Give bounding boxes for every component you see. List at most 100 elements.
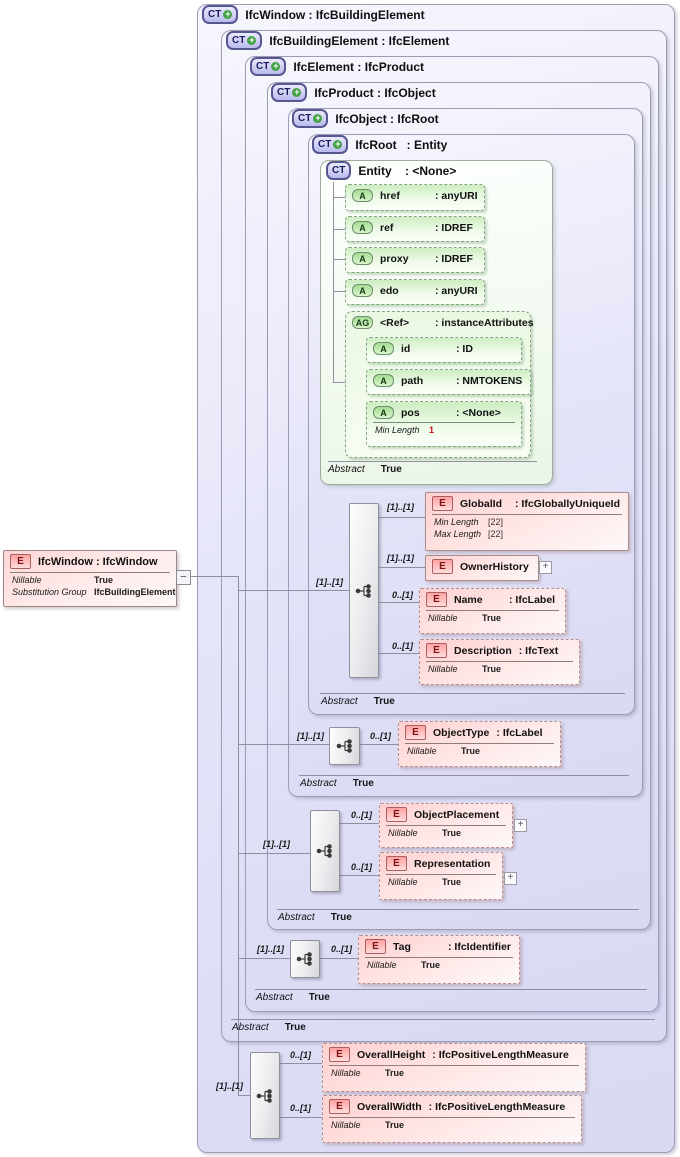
- collapse-icon[interactable]: −: [176, 570, 191, 585]
- ct-badge-icon[interactable]: CT+: [271, 83, 308, 102]
- facet-value: IfcBuildingElement: [94, 587, 176, 597]
- element-type: : IfcPositiveLengthMeasure: [428, 1100, 566, 1113]
- connector-line: [358, 744, 398, 745]
- sequence-icon[interactable]: [349, 503, 379, 678]
- facet-label: Nillable: [367, 960, 397, 970]
- connector-line: [333, 382, 345, 383]
- element-box-ifcwindow-global[interactable]: E IfcWindow : IfcWindow Nillable True Su…: [3, 550, 177, 607]
- abstract-value: True: [308, 992, 330, 1003]
- expand-icon[interactable]: +: [514, 819, 527, 832]
- sequence-icon[interactable]: [250, 1052, 280, 1139]
- ct-badge-icon[interactable]: CT+: [202, 5, 239, 24]
- plus-circle-icon: +: [333, 139, 343, 149]
- plus-circle-icon: +: [247, 35, 257, 45]
- occurrence-label: [1]..[1]: [257, 944, 284, 954]
- divider: [386, 874, 496, 875]
- connector-line: [338, 823, 379, 824]
- attribute-type: : IDREF: [435, 252, 473, 265]
- attribute-name: proxy: [380, 252, 409, 265]
- attribute-name: pos: [401, 406, 420, 419]
- divider: [426, 610, 559, 611]
- element-type: : IfcLabel: [496, 726, 543, 739]
- attribute-badge-icon: A: [352, 252, 373, 265]
- element-badge-icon: E: [426, 592, 447, 607]
- connector-line: [333, 229, 345, 230]
- element-name: OverallWidth: [357, 1100, 422, 1113]
- sequence-icon[interactable]: [329, 727, 360, 765]
- ct-badge-icon[interactable]: CT+: [292, 109, 329, 128]
- expand-icon[interactable]: +: [504, 872, 517, 885]
- plus-circle-icon: +: [271, 61, 281, 71]
- attribute-badge-icon: A: [352, 189, 373, 202]
- connector-line: [333, 197, 345, 198]
- divider: [299, 775, 629, 776]
- sequence-icon[interactable]: [290, 940, 320, 978]
- divider: [329, 1117, 575, 1118]
- element-name: Name: [454, 593, 483, 606]
- occurrence-label: [1]..[1]: [316, 577, 343, 587]
- element-type: : IfcGloballyUniqueId: [515, 497, 621, 510]
- ct-badge-icon[interactable]: CT+: [312, 135, 349, 154]
- element-box-ownerhistory[interactable]: E OwnerHistory: [425, 555, 539, 581]
- facet-label: Nillable: [12, 575, 42, 585]
- occurrence-label: 0..[1]: [351, 862, 373, 872]
- ct-badge-label: CT: [332, 165, 346, 176]
- attribute-group-name: <Ref>: [380, 316, 410, 329]
- element-header: E IfcWindow : IfcWindow: [4, 551, 176, 571]
- attribute-badge-icon: A: [352, 221, 373, 234]
- occurrence-label: [1]..[1]: [297, 731, 324, 741]
- facet-value: True: [482, 664, 502, 674]
- element-badge-icon: E: [10, 554, 31, 569]
- connector-line: [338, 875, 379, 876]
- ct-badge-icon[interactable]: CT: [326, 161, 352, 180]
- ct-badge-label: CT: [232, 35, 246, 46]
- divider: [328, 461, 537, 462]
- element-badge-icon: E: [386, 856, 407, 871]
- divider: [320, 693, 625, 694]
- element-badge-icon: E: [432, 559, 453, 574]
- element-badge-icon: E: [405, 725, 426, 740]
- ct-badge-label: CT: [208, 9, 222, 20]
- ct-header-ifcwindow: CT+ IfcWindow : IfcBuildingElement: [202, 5, 425, 24]
- divider: [386, 825, 506, 826]
- facet-row: Max Length[22]: [426, 528, 628, 540]
- ct-badge-icon[interactable]: CT+: [250, 57, 287, 76]
- connector-line: [333, 259, 345, 260]
- facet-row: Nillable True: [4, 574, 176, 586]
- connector-line: [189, 576, 238, 577]
- element-name: OverallHeight: [357, 1048, 426, 1061]
- abstract-label: Abstract: [278, 912, 315, 923]
- element-name: OwnerHistory: [460, 560, 529, 573]
- sequence-icon[interactable]: [310, 810, 340, 892]
- ct-badge-icon[interactable]: CT+: [226, 31, 263, 50]
- facet-label: Substitution Group: [12, 587, 87, 597]
- occurrence-label: [1]..[1]: [387, 502, 414, 512]
- facet-value: [22]: [488, 517, 504, 527]
- ct-header-ifcbuildingelement: CT+ IfcBuildingElement : IfcElement: [226, 31, 449, 50]
- attribute-group-badge-icon: AG: [352, 316, 373, 329]
- abstract-value: True: [373, 696, 395, 707]
- expand-icon[interactable]: +: [539, 561, 552, 574]
- attribute-name: id: [401, 342, 411, 355]
